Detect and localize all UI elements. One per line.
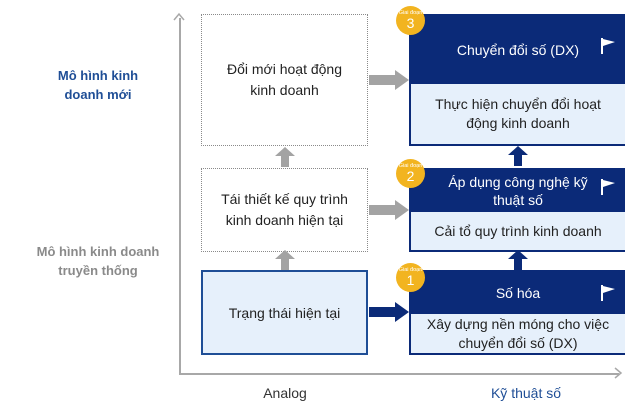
right-arrow-icon	[369, 302, 409, 322]
stage-1-body: Xây dựng nền móng cho việc chuyển đổi số…	[411, 314, 625, 353]
x-axis-arrowhead-icon	[614, 367, 623, 379]
stage-1-badge: Giai đoạn 1	[396, 263, 425, 292]
stage-3-box: Chuyển đổi số (DX) Thực hiện chuyển đổi …	[409, 14, 625, 146]
stage-1-title: Số hóa	[495, 285, 541, 301]
stage-2-body: Cải tổ quy trình kinh doanh	[411, 212, 625, 250]
up-arrow-icon	[508, 146, 528, 166]
stage-3-body-text: Thực hiện chuyển đổi hoạt động kinh doan…	[435, 96, 601, 131]
current-state-box: Trạng thái hiện tại	[201, 270, 368, 355]
flag-icon	[601, 38, 615, 54]
stage-1-tag: Giai đoạn	[398, 267, 423, 273]
up-arrow-icon	[275, 250, 295, 270]
right-arrow-icon	[369, 70, 409, 90]
up-arrow-icon	[275, 147, 295, 167]
stage-3-tag: Giai đoạn	[398, 10, 423, 16]
stage-2-title: Áp dụng công nghệ kỹ thuật số	[448, 174, 588, 208]
stage-2-tag: Giai đoạn	[398, 163, 423, 169]
stage-1-box: Số hóa Xây dựng nền móng cho việc chuyển…	[409, 270, 625, 355]
stage-3-header: Chuyển đổi số (DX)	[411, 16, 625, 84]
stage-2-body-text: Cải tổ quy trình kinh doanh	[434, 222, 602, 239]
y-label-new-model: Mô hình kinh doanh mới	[57, 68, 139, 102]
stage-3-body: Thực hiện chuyển đổi hoạt động kinh doan…	[411, 84, 625, 144]
x-label-analog: Analog	[263, 385, 307, 401]
stage-3-title: Chuyển đổi số (DX)	[456, 42, 580, 58]
stage-2-badge: Giai đoạn 2	[396, 159, 425, 188]
stage-1-number: 1	[406, 272, 415, 288]
stage-2-box: Áp dụng công nghệ kỹ thuật số Cải tổ quy…	[409, 168, 625, 252]
right-arrow-icon	[369, 200, 409, 220]
analog-box-redesign: Tái thiết kế quy trình kinh doanh hiện t…	[201, 168, 368, 252]
stage-3-number: 3	[406, 15, 415, 31]
x-axis	[179, 373, 619, 375]
y-label-traditional-model: Mô hình kinh doanh truyền thống	[36, 244, 160, 278]
y-axis-arrowhead-icon	[173, 12, 185, 21]
analog-box-business-innovation: Đổi mới hoạt động kinh doanh	[201, 14, 368, 146]
stage-3-badge: Giai đoạn 3	[396, 6, 425, 35]
stage-1-header: Số hóa	[411, 272, 625, 314]
stage-1-body-text: Xây dựng nền móng cho việc chuyển đổi số…	[426, 315, 610, 351]
flag-icon	[601, 285, 615, 301]
analog-box-top-text: Đổi mới hoạt động kinh doanh	[226, 61, 343, 98]
stage-2-number: 2	[406, 168, 415, 184]
x-label-digital: Kỹ thuật số	[490, 385, 562, 401]
stage-2-header: Áp dụng công nghệ kỹ thuật số	[411, 170, 625, 212]
flag-icon	[601, 179, 615, 195]
current-state-text: Trạng thái hiện tại	[228, 304, 341, 321]
up-arrow-icon	[508, 250, 528, 270]
y-axis	[179, 18, 181, 374]
analog-box-middle-text: Tái thiết kế quy trình kinh doanh hiện t…	[221, 191, 348, 228]
